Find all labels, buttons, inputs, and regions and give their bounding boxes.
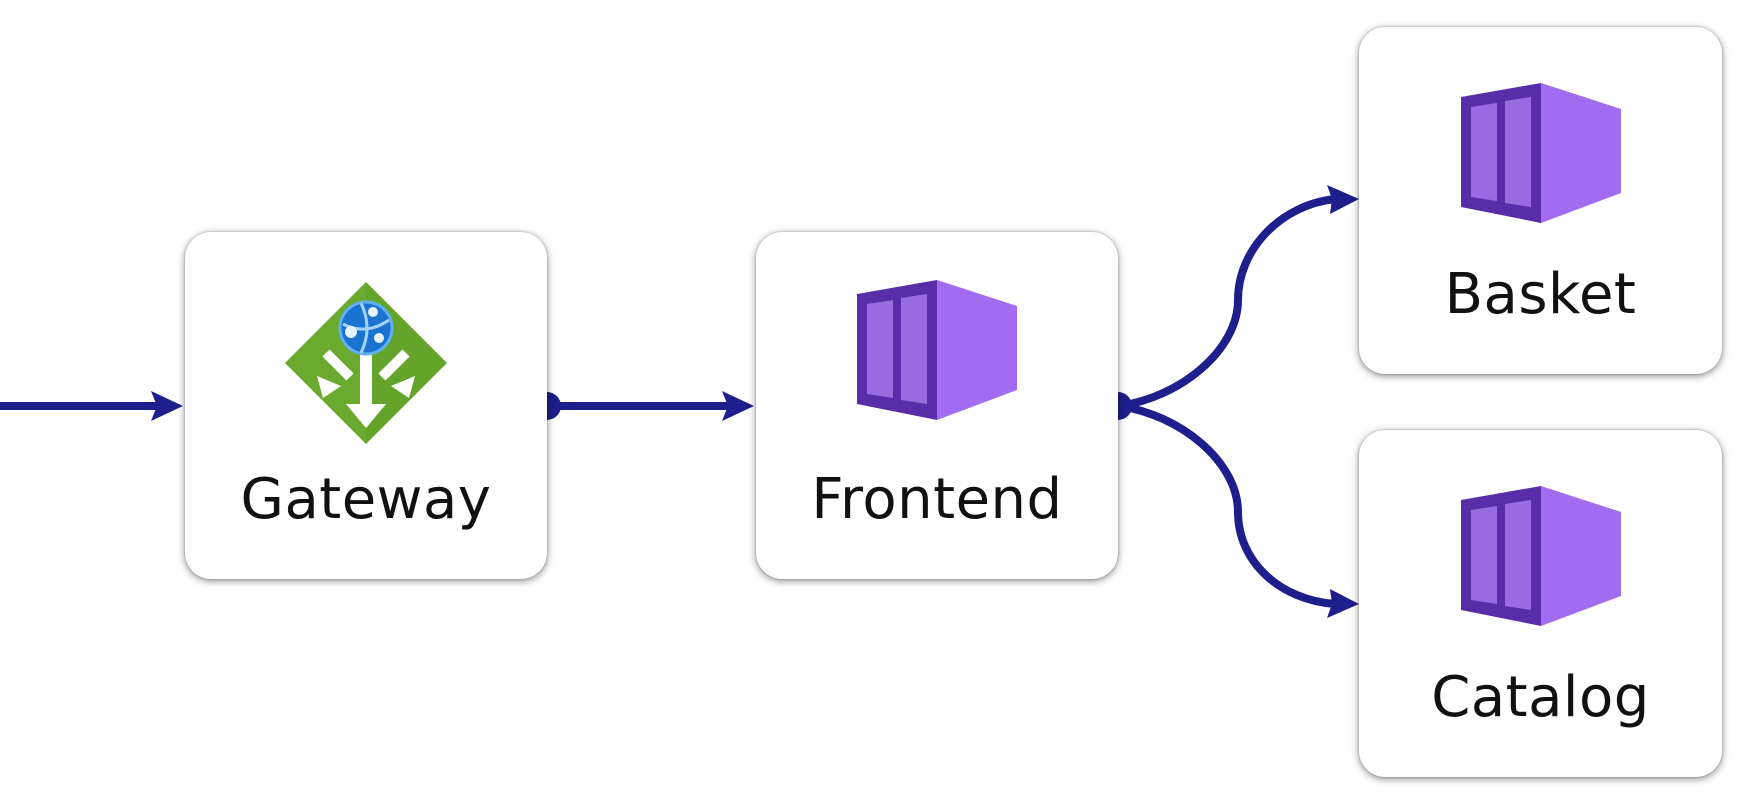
arrowhead-frontend: [722, 391, 754, 421]
edge-frontend-to-basket: [1114, 195, 1339, 410]
catalog-node[interactable]: Catalog: [1359, 430, 1722, 777]
basket-node[interactable]: Basket: [1359, 27, 1722, 374]
frontend-node[interactable]: Frontend: [756, 232, 1118, 579]
catalog-label: Catalog: [1431, 665, 1650, 730]
gateway-node[interactable]: Gateway: [185, 232, 547, 579]
arrowhead-basket: [1327, 185, 1359, 214]
container-app-icon: [857, 280, 1017, 424]
arrowhead-catalog: [1327, 589, 1359, 618]
arrowhead-gateway: [151, 391, 183, 421]
frontend-label: Frontend: [811, 467, 1063, 532]
basket-label: Basket: [1444, 262, 1637, 327]
container-app-icon: [1460, 83, 1621, 227]
container-app-icon: [1460, 486, 1621, 630]
application-gateway-icon: [283, 280, 449, 450]
edge-frontend-to-catalog: [1114, 402, 1339, 608]
gateway-label: Gateway: [240, 467, 492, 532]
